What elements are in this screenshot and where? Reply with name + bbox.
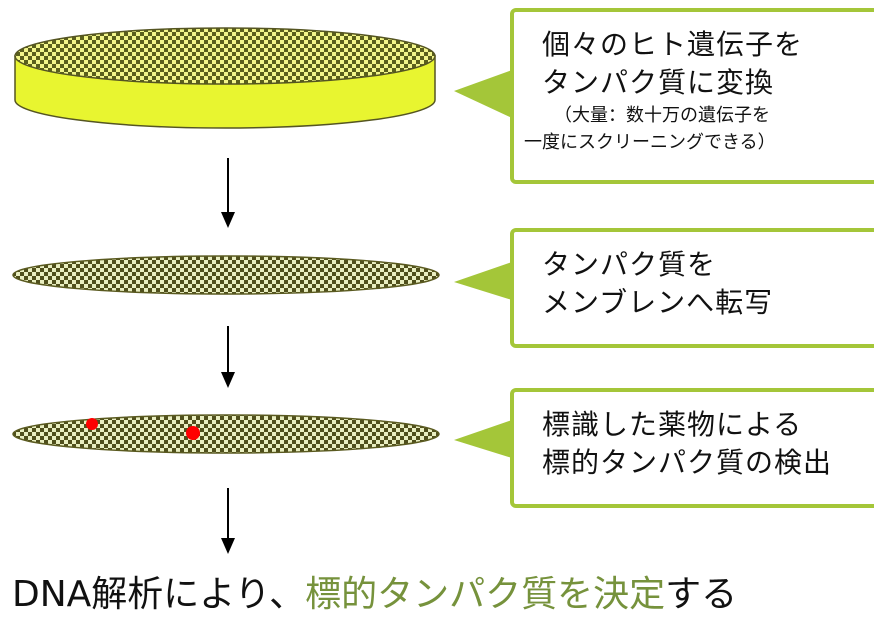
step-callout-transfer: タンパク質を メンブレンへ転写 bbox=[510, 228, 874, 348]
dish-top-surface bbox=[14, 27, 436, 85]
callout-line: メンブレンへ転写 bbox=[542, 286, 774, 319]
transfer-membrane bbox=[12, 255, 440, 295]
callout-pointer-2 bbox=[454, 262, 512, 300]
conclusion-suffix: する bbox=[665, 574, 738, 615]
step-callout-detect: 標識した薬物による 標的タンパク質の検出 bbox=[510, 388, 874, 508]
callout-line: タンパク質を bbox=[542, 248, 717, 281]
detection-membrane bbox=[12, 414, 440, 454]
step-callout-convert: 個々のヒト遺伝子を タンパク質に変換 （大量：数十万の遺伝子を 一度にスクリーニ… bbox=[510, 8, 874, 184]
flow-arrows bbox=[221, 158, 235, 554]
callout-note: （大量：数十万の遺伝子を bbox=[554, 105, 770, 126]
callout-line: タンパク質に変換 bbox=[542, 66, 775, 99]
callout-pointer-1 bbox=[454, 70, 512, 118]
detected-spot bbox=[186, 426, 200, 440]
callout-line: 標識した薬物による bbox=[542, 408, 803, 441]
arrow-down-3 bbox=[221, 488, 235, 554]
arrow-down-1 bbox=[221, 158, 235, 228]
conclusion-prefix: DNA解析により、 bbox=[12, 574, 306, 615]
conclusion-highlight: 標的タンパク質を決定 bbox=[305, 574, 666, 615]
callout-line: 標的タンパク質の検出 bbox=[542, 446, 833, 479]
callout-line: 個々のヒト遺伝子を bbox=[542, 28, 804, 61]
conclusion-text: DNA解析により、標的タンパク質を決定する bbox=[12, 572, 737, 618]
callout-note: 一度にスクリーニングできる） bbox=[524, 132, 776, 153]
callout-pointer-3 bbox=[454, 420, 512, 458]
arrow-down-2 bbox=[221, 326, 235, 388]
detected-spot bbox=[86, 418, 98, 430]
culture-dish bbox=[14, 27, 436, 129]
